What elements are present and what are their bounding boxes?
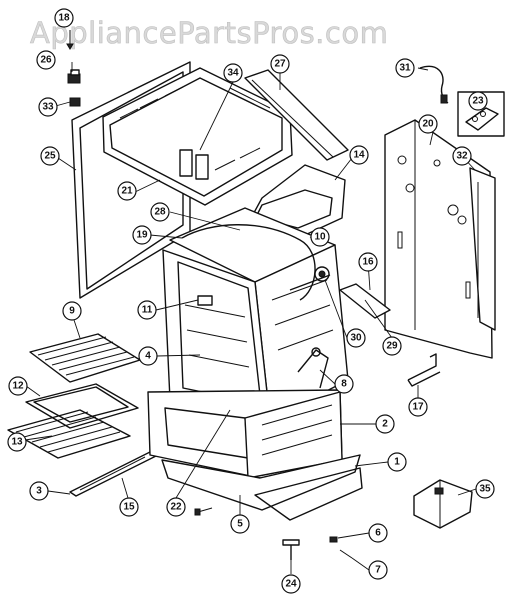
clip-26 <box>67 69 81 84</box>
callout-11: 11 <box>137 300 157 320</box>
callout-4: 4 <box>138 346 158 366</box>
svg-text:7: 7 <box>375 565 381 576</box>
broil-grid <box>29 333 141 383</box>
callout-35: 35 <box>475 479 495 499</box>
svg-text:1: 1 <box>394 457 400 468</box>
callout-16: 16 <box>358 252 378 272</box>
svg-text:11: 11 <box>142 305 153 316</box>
callout-12: 12 <box>8 376 28 396</box>
callout-31: 31 <box>395 58 415 78</box>
watermark-text: AppliancePartsPros.com <box>30 16 388 50</box>
svg-text:20: 20 <box>422 119 434 130</box>
base-frame <box>161 454 363 521</box>
back-panel <box>384 119 493 359</box>
callout-8: 8 <box>334 374 354 394</box>
rear-bracket <box>469 167 496 331</box>
screw-22 <box>194 507 213 516</box>
svg-text:26: 26 <box>40 55 52 66</box>
svg-text:21: 21 <box>121 186 133 197</box>
callout-17: 17 <box>408 397 428 417</box>
svg-text:23: 23 <box>472 96 484 107</box>
callout-28: 28 <box>150 202 170 222</box>
svg-text:10: 10 <box>314 232 326 243</box>
svg-text:18: 18 <box>58 13 70 24</box>
spring-clamp <box>297 347 329 389</box>
svg-text:27: 27 <box>274 59 286 70</box>
callout-34: 34 <box>223 63 243 83</box>
callout-5: 5 <box>230 514 250 534</box>
rack-slide <box>69 451 157 497</box>
svg-text:17: 17 <box>412 402 424 413</box>
callout-33: 33 <box>38 97 58 117</box>
oven-rack <box>7 409 131 459</box>
burner-box <box>102 67 293 206</box>
svg-text:2: 2 <box>382 419 388 430</box>
callout-24: 24 <box>281 574 301 594</box>
svg-text:5: 5 <box>237 519 243 530</box>
svg-text:29: 29 <box>386 341 398 352</box>
callout-3: 3 <box>29 481 49 501</box>
callout-25: 25 <box>40 146 60 166</box>
lower-body <box>147 389 343 479</box>
svg-text:33: 33 <box>42 102 54 113</box>
callout-9: 9 <box>62 301 82 321</box>
svg-text:24: 24 <box>285 579 297 590</box>
svg-text:15: 15 <box>123 502 135 513</box>
oven-cavity <box>162 224 349 421</box>
callout-32: 32 <box>452 146 472 166</box>
callout-20: 20 <box>418 114 438 134</box>
clip-33 <box>69 97 81 107</box>
svg-text:12: 12 <box>12 381 24 392</box>
svg-text:22: 22 <box>170 502 182 513</box>
side-bracket <box>407 353 441 387</box>
svg-text:31: 31 <box>399 63 411 74</box>
svg-text:6: 6 <box>375 528 381 539</box>
svg-text:35: 35 <box>479 484 491 495</box>
power-cord <box>419 65 449 104</box>
transformer <box>413 479 473 529</box>
callout-29: 29 <box>382 336 402 356</box>
callout-30: 30 <box>346 328 366 348</box>
callout-23: 23 <box>468 91 488 111</box>
svg-text:19: 19 <box>136 230 148 241</box>
callout-13: 13 <box>7 432 27 452</box>
svg-text:32: 32 <box>456 151 468 162</box>
svg-text:8: 8 <box>341 379 347 390</box>
svg-text:16: 16 <box>362 257 374 268</box>
callout-18: 18 <box>54 8 74 28</box>
svg-text:25: 25 <box>44 151 56 162</box>
callout-1: 1 <box>387 452 407 472</box>
callout-2: 2 <box>375 414 395 434</box>
screw-18 <box>66 30 74 50</box>
svg-text:14: 14 <box>353 150 365 161</box>
rear-strip <box>339 283 391 319</box>
top-trim <box>244 69 349 161</box>
svg-text:30: 30 <box>350 333 362 344</box>
burner-valve <box>289 266 331 291</box>
callout-10: 10 <box>310 227 330 247</box>
callout-26: 26 <box>36 50 56 70</box>
svg-text:3: 3 <box>36 486 42 497</box>
svg-text:9: 9 <box>69 306 75 317</box>
callout-21: 21 <box>117 181 137 201</box>
terminal-block <box>457 91 505 137</box>
callout-27: 27 <box>270 54 290 74</box>
callout-15: 15 <box>119 497 139 517</box>
screw-7 <box>339 549 353 559</box>
callout-6: 6 <box>368 523 388 543</box>
callout-7: 7 <box>368 560 388 580</box>
leveling-leg <box>282 539 300 560</box>
svg-text:13: 13 <box>11 437 23 448</box>
svg-text:28: 28 <box>154 207 166 218</box>
svg-text:4: 4 <box>145 351 151 362</box>
callout-22: 22 <box>166 497 186 517</box>
callout-19: 19 <box>132 225 152 245</box>
svg-text:34: 34 <box>227 68 239 79</box>
screw-6 <box>329 536 338 543</box>
oven-light <box>197 295 213 306</box>
callout-14: 14 <box>349 145 369 165</box>
